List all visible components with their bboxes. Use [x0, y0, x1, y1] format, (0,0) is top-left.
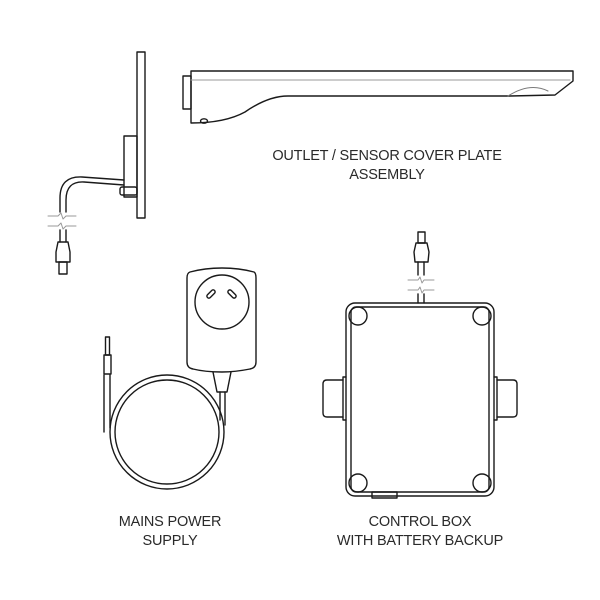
sensor-cable	[59, 176, 125, 213]
cable-strain-relief	[212, 371, 232, 393]
adapter-body	[186, 267, 257, 373]
label-line: SUPPLY	[142, 533, 198, 549]
spout-body	[190, 70, 574, 124]
plug-pin-left	[206, 289, 216, 299]
outlet-spout	[182, 70, 574, 124]
cover-plate	[136, 51, 146, 219]
cable-break-icon	[47, 212, 77, 230]
control-box	[322, 231, 518, 499]
left-tab-flange	[342, 376, 347, 421]
battery-latch	[371, 491, 398, 499]
corner-screw	[348, 473, 368, 493]
plug-pin-right	[227, 289, 237, 299]
cable-gland	[119, 186, 138, 196]
cable-break-icon	[407, 276, 435, 294]
cable-coil	[109, 374, 225, 490]
corner-screw	[472, 306, 492, 326]
connector-pin	[58, 261, 68, 275]
outlet-sensor-label: OUTLET / SENSOR COVER PLATE ASSEMBLY	[222, 147, 552, 185]
right-tab-flange	[493, 376, 498, 421]
dc-plug-tip	[104, 336, 111, 356]
corner-screw	[348, 306, 368, 326]
label-line: OUTLET / SENSOR COVER PLATE	[272, 148, 502, 164]
right-tab	[496, 379, 518, 418]
control-box-label: CONTROL BOX WITH BATTERY BACKUP	[325, 513, 515, 551]
plug-face	[194, 274, 250, 330]
mains-power-label: MAINS POWER SUPPLY	[80, 513, 260, 551]
box-enclosure	[345, 302, 495, 497]
label-line: WITH BATTERY BACKUP	[336, 533, 504, 549]
label-line: ASSEMBLY	[349, 167, 425, 183]
corner-screw	[472, 473, 492, 493]
sensor-connector	[55, 241, 71, 263]
box-connector-pin	[417, 231, 426, 244]
cover-plate-side-view	[47, 51, 146, 275]
label-line: CONTROL BOX	[368, 514, 472, 530]
mains-power-supply	[103, 267, 257, 490]
sensor-housing	[123, 135, 138, 198]
aerator-screw	[199, 118, 209, 124]
sensor-window	[507, 86, 549, 97]
dc-plug-barrel	[103, 354, 112, 375]
label-line: MAINS POWER	[118, 514, 222, 530]
left-tab	[322, 379, 344, 418]
box-connector	[413, 242, 430, 263]
spout-mount	[182, 75, 192, 110]
